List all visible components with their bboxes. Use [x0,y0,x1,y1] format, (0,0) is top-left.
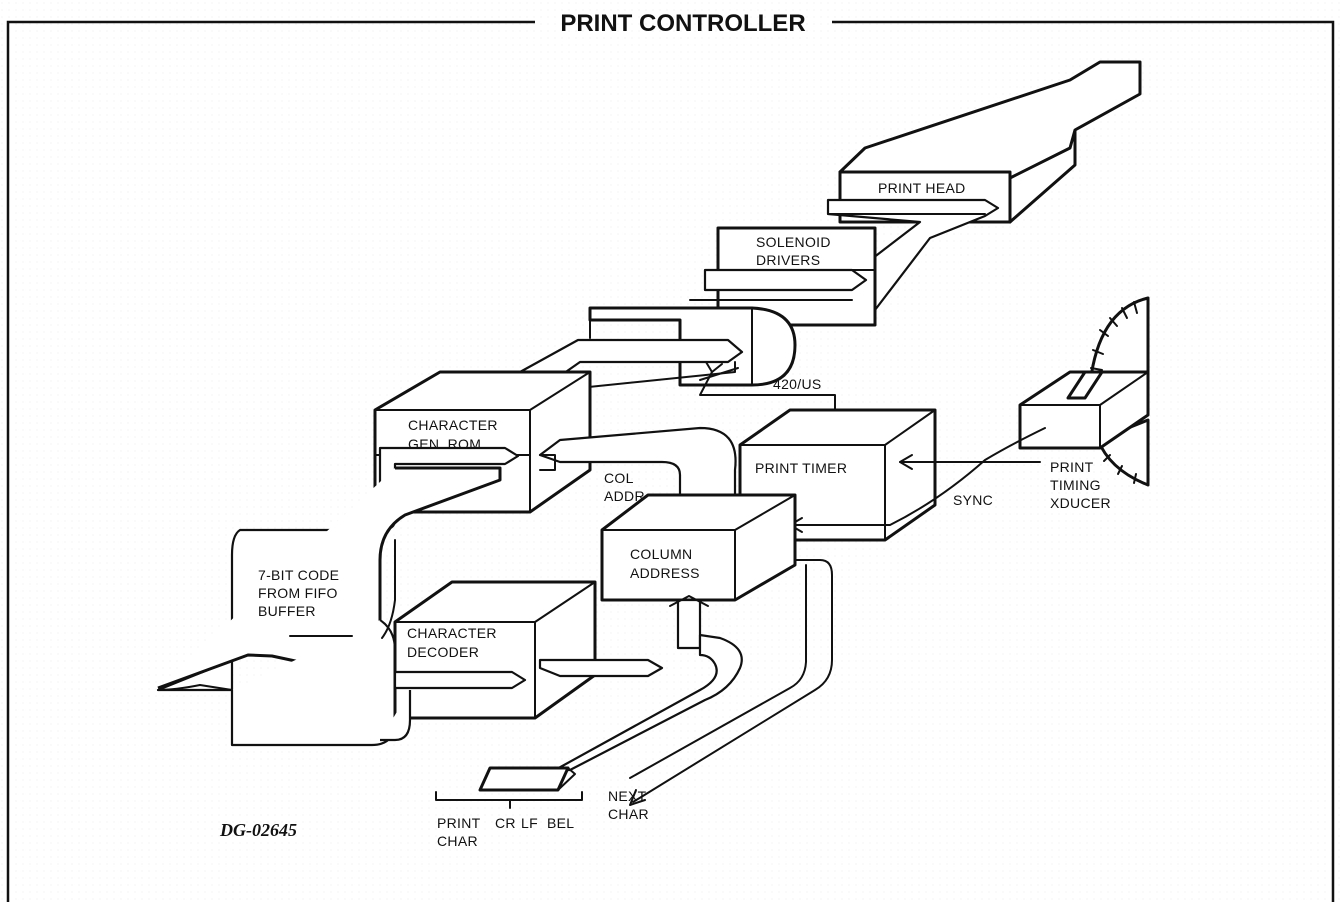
sync-label: SYNC [953,492,993,508]
svg-text:BUFFER: BUFFER [258,603,316,619]
svg-text:COLUMN: COLUMN [630,546,692,562]
next-char-label-1: NEXT [608,788,647,804]
svg-text:DECODER: DECODER [407,644,479,660]
svg-text:CHARACTER: CHARACTER [408,417,498,433]
svg-text:SOLENOID: SOLENOID [756,234,831,250]
decoder-output-ribbon [540,660,662,676]
output-bel: BEL [547,815,574,831]
svg-text:XDUCER: XDUCER [1050,495,1111,511]
output-print-2: CHAR [437,833,478,849]
svg-text:DRIVERS: DRIVERS [756,252,820,268]
svg-text:FROM FIFO: FROM FIFO [258,585,338,601]
output-cr: CR [495,815,516,831]
latch-to-solenoid-bus [705,270,866,290]
clock-rate-label: 420/US [773,376,822,392]
svg-text:CHARACTER: CHARACTER [407,625,497,641]
output-lf: LF [521,815,538,831]
figure-id: DG-02645 [219,820,297,840]
increment-bus [678,600,700,648]
svg-text:PRINT TIMER: PRINT TIMER [755,460,847,476]
col-addr-label-1: COL [604,470,634,486]
page-title: PRINT CONTROLLER [560,10,805,37]
output-print-1: PRINT [437,815,481,831]
svg-text:PRINT: PRINT [1050,459,1094,475]
svg-text:7-BIT CODE: 7-BIT CODE [258,567,339,583]
character-decoder: CHARACTER DECODER [395,582,595,718]
svg-text:PRINT HEAD: PRINT HEAD [878,180,966,196]
svg-text:TIMING: TIMING [1050,477,1101,493]
next-char-label-2: CHAR [608,806,649,822]
svg-text:ADDRESS: ADDRESS [630,565,700,581]
